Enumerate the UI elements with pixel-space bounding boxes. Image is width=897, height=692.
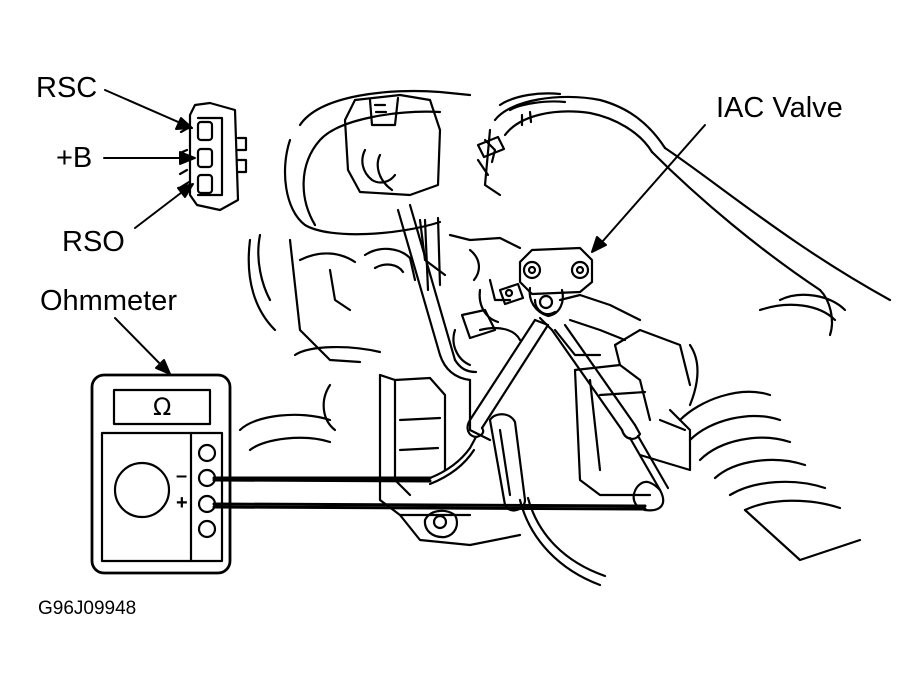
plus-b-label: +B bbox=[56, 142, 93, 174]
meter-wires bbox=[212, 476, 647, 511]
iac-valve-label: IAC Valve bbox=[716, 92, 843, 124]
leader-arrows bbox=[103, 89, 706, 375]
rso-label: RSO bbox=[62, 226, 125, 258]
iac-valve-body bbox=[518, 246, 594, 318]
figure-code: G96J09948 bbox=[38, 598, 137, 619]
ohm-symbol: Ω bbox=[153, 393, 172, 421]
rsc-label: RSC bbox=[36, 72, 98, 104]
plus-sign: + bbox=[176, 492, 188, 514]
minus-sign: – bbox=[176, 465, 188, 487]
ohmmeter-label: Ohmmeter bbox=[40, 285, 177, 317]
ohmmeter-icon bbox=[90, 373, 232, 575]
engine-body bbox=[238, 89, 892, 587]
test-leads bbox=[428, 316, 670, 512]
